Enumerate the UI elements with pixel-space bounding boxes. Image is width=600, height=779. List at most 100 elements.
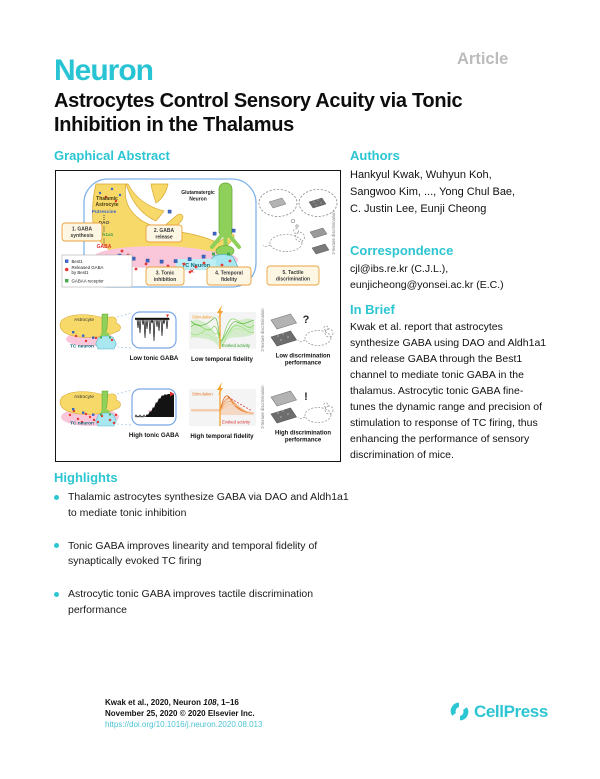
highlight-bullet-icon	[54, 591, 59, 597]
graphical-abstract-svg: TC Neuron	[59, 178, 338, 444]
tc-neuron-label-bg	[176, 259, 216, 270]
highlight-item: Tonic GABA improves linearity and tempor…	[54, 539, 359, 571]
task-vertical-label-top: 2-texture discrimination	[331, 211, 336, 255]
row-low-cartoon: Astrocyte TC neuron	[59, 312, 133, 350]
highlight-text: Thalamic astrocytes synthesize GABA via …	[68, 491, 349, 519]
task-vertical-label-row2: 2-texture discrimination	[260, 385, 265, 429]
low-discrimination-panel: 2-texture discrimination ? Low discrimin…	[260, 308, 334, 367]
authors-heading: Authors	[350, 148, 400, 163]
correspondence-heading: Correspondence	[350, 243, 454, 258]
exclamation-mark: !	[304, 391, 308, 403]
row-astrocyte-label: Astrocyte	[74, 394, 94, 400]
sandpaper-icon	[270, 313, 298, 330]
authors-list: Hankyul Kwak, Wuhyun Koh, Sangwoo Kim, .…	[350, 169, 516, 216]
bubble-tail-dot-2	[295, 224, 299, 228]
paper-title: Astrocytes Control Sensory Acuity via To…	[54, 90, 463, 136]
thought-bubble-smooth	[258, 189, 298, 217]
cascade-gaba: GABA	[97, 244, 112, 250]
journal-logo: Neuron	[54, 54, 154, 87]
mouse-sketch-top	[262, 228, 305, 252]
footer-citation: Kwak et al., 2020, Neuron 108, 1–16 Nove…	[105, 697, 262, 731]
task-vertical-label-row1: 2-texture discrimination	[260, 308, 265, 352]
low-fidelity-label: Low temporal fidelity	[191, 356, 253, 363]
citation-line: Kwak et al., 2020, Neuron 108, 1–16	[105, 697, 262, 708]
low-fidelity-plot: Stimulation Evoked activity Low temporal…	[189, 305, 256, 363]
high-discrimination-panel: 2-texture discrimination ! High discrimi…	[260, 385, 334, 444]
graphical-abstract-heading: Graphical Abstract	[54, 148, 170, 163]
mouse-sketch-row1	[297, 325, 334, 346]
doi-link[interactable]: https://doi.org/10.1016/j.neuron.2020.08…	[105, 720, 263, 730]
cascade-putrescine: Putrescine	[92, 209, 117, 215]
row-high-cartoon: Astrocyte TC neuron	[59, 389, 133, 427]
thalamic-astrocyte-shape	[92, 183, 235, 262]
highlight-item: Thalamic astrocytes synthesize GABA via …	[54, 490, 359, 522]
sandpaper-icon	[309, 227, 328, 239]
article-type-label: Article	[457, 50, 509, 68]
highlights-list: Thalamic astrocytes synthesize GABA via …	[54, 490, 359, 636]
sandpaper-icon	[270, 330, 298, 347]
red-arrow-icon	[170, 391, 175, 397]
putrescine-dot-icons	[98, 187, 122, 197]
question-mark: ?	[303, 314, 310, 326]
legend-receptor-icon	[65, 279, 69, 283]
low-tonic-trace-panel: Low tonic GABA	[130, 311, 179, 362]
high-fidelity-plot: Stimulation Evoked activity High tempora…	[189, 382, 256, 440]
cascade-aldh1a1: Aldh1a1	[95, 232, 114, 238]
stimulation-bolt-icon	[217, 382, 223, 396]
gabaa-receptor-icons	[212, 252, 230, 256]
highlight-bullet-icon	[54, 494, 59, 500]
correspondence-emails: cjl@ibs.re.kr (C.J.L.), eunjicheong@yons…	[350, 263, 504, 291]
bubble-tail-dot	[290, 218, 296, 224]
cascade-dao: DAO	[99, 220, 110, 226]
cellpress-wordmark: CellPress	[474, 701, 548, 721]
high-tonic-label: High tonic GABA	[129, 432, 180, 439]
cascade-arrow-dots	[103, 214, 105, 244]
evoked-label: Evoked activity	[222, 343, 251, 348]
legend-gaba-icon	[64, 267, 69, 272]
row-tc-label: TC neuron	[70, 344, 94, 350]
legend-best1-label: Best1	[72, 259, 84, 264]
sandpaper-icon	[270, 407, 298, 424]
in-brief-heading: In Brief	[350, 302, 395, 317]
low-tonic-label: Low tonic GABA	[130, 355, 179, 362]
highlight-item: Astrocytic tonic GABA improves tactile d…	[54, 587, 359, 619]
row-tc-label: TC neuron	[70, 421, 94, 427]
cellpress-swirl-icon	[450, 702, 469, 721]
citation-volume: 108	[203, 698, 217, 707]
highlight-bullet-icon	[54, 543, 59, 548]
thought-bubble-rough	[298, 189, 338, 217]
highlights-heading: Highlights	[54, 470, 118, 485]
stimulation-bolt-icon	[217, 305, 223, 319]
highlight-text: Astrocytic tonic GABA improves tactile d…	[68, 588, 314, 616]
red-marker-icon	[166, 314, 169, 318]
high-fidelity-label: High temporal fidelity	[190, 433, 254, 440]
high-tonic-trace-panel: High tonic GABA	[129, 388, 180, 439]
stim-label: Stimulation	[192, 315, 213, 320]
in-brief-text: Kwak et al. report that astrocytes synth…	[350, 321, 547, 461]
sandpaper-icon	[270, 390, 298, 407]
highlight-text: Tonic GABA improves linearity and tempor…	[68, 539, 318, 568]
legend-best1-icon	[65, 259, 69, 263]
evoked-label: Evoked activity	[222, 420, 251, 425]
row-astrocyte-label: Astrocyte	[74, 317, 94, 323]
graphical-abstract-figure: TC Neuron	[55, 170, 341, 462]
stim-label: Stimulation	[192, 392, 213, 397]
sandpaper-icon	[311, 243, 330, 255]
legend-receptor-label: GABAA receptor	[72, 279, 105, 284]
